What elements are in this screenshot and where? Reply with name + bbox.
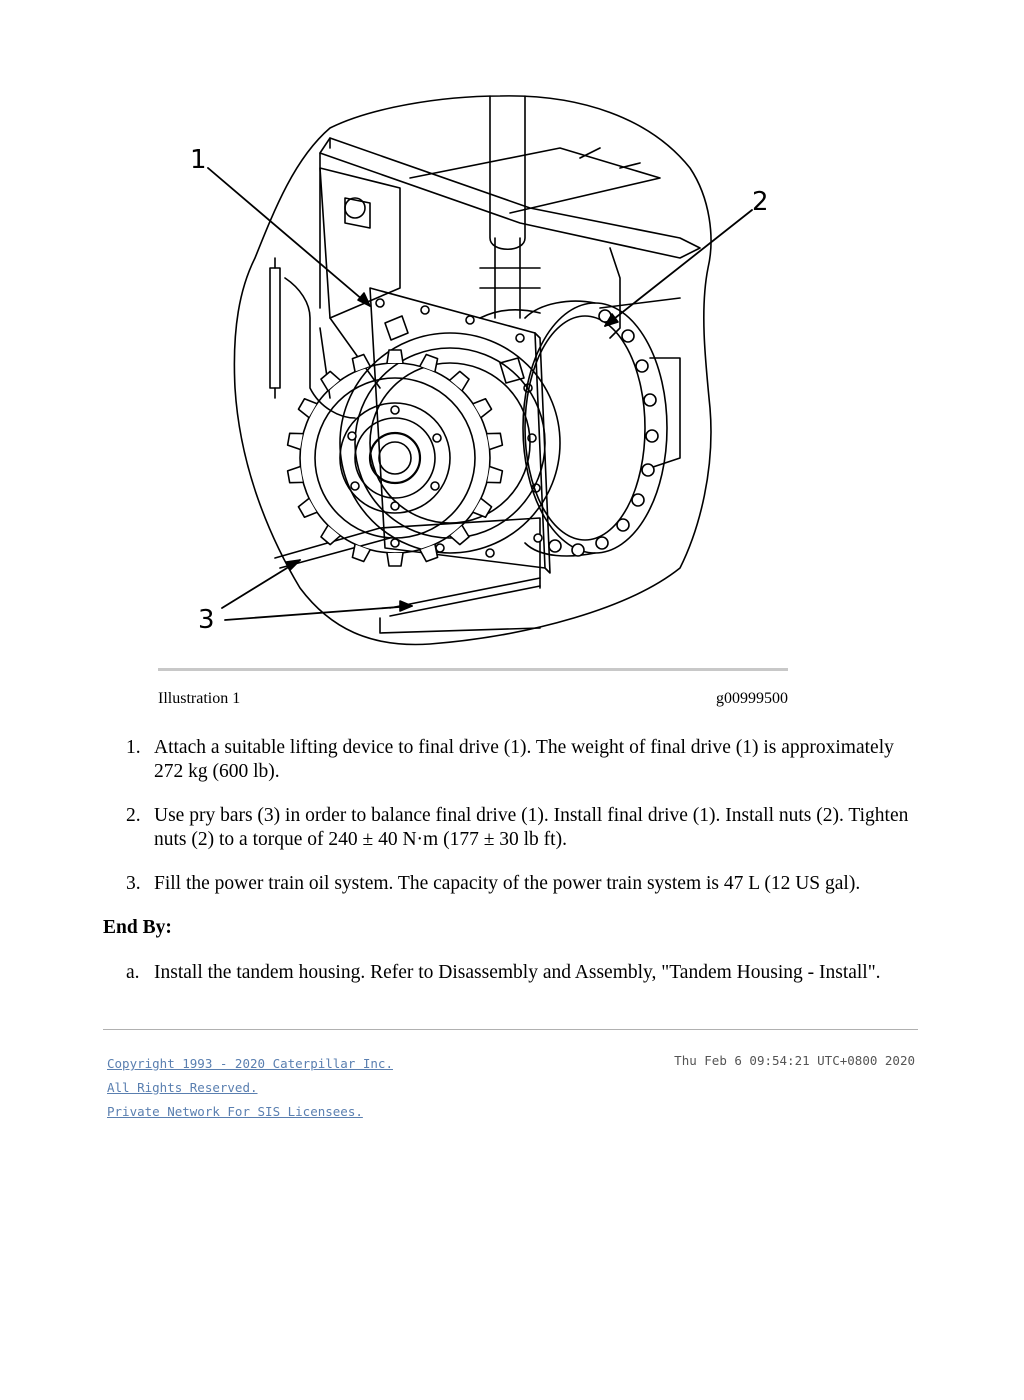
final-drive-illustration: 1 2 3 [190,95,769,646]
step-number: 2. [126,805,141,826]
rights-link[interactable]: All Rights Reserved. [107,1080,258,1095]
step-number: 1. [126,737,141,758]
step-text: Fill the power train oil system. The cap… [154,873,861,894]
illustration-divider [158,668,788,671]
callout-2: 2 [752,187,769,217]
footer-timestamp: Thu Feb 6 09:54:21 UTC+0800 2020 [674,1053,915,1068]
end-by-item: a. Install the tandem housing. Refer to … [126,961,914,985]
step-text: Attach a suitable lifting device to fina… [154,737,894,782]
step-number: 3. [126,873,141,894]
step-item: 2. Use pry bars (3) in order to balance … [126,804,914,852]
footer-links: Copyright 1993 - 2020 Caterpillar Inc. A… [107,1052,393,1124]
illustration-id: g00999500 [716,690,788,707]
end-by-steps: a. Install the tandem housing. Refer to … [126,961,914,1005]
step-item: 3. Fill the power train oil system. The … [126,872,914,896]
procedure-steps: 1. Attach a suitable lifting device to f… [126,736,914,916]
step-text: Use pry bars (3) in order to balance fin… [154,805,909,850]
step-item: 1. Attach a suitable lifting device to f… [126,736,914,784]
illustration-title: Illustration 1 [158,690,241,707]
end-by-heading: End By: [103,917,172,938]
illustration-caption: Illustration 1 g00999500 [158,690,788,708]
footer-divider [103,1029,918,1030]
end-by-text: Install the tandem housing. Refer to Dis… [154,962,881,983]
callout-1: 1 [190,145,207,175]
network-link[interactable]: Private Network For SIS Licensees. [107,1104,363,1119]
end-by-marker: a. [126,962,140,983]
callout-3: 3 [198,605,215,635]
copyright-link[interactable]: Copyright 1993 - 2020 Caterpillar Inc. [107,1056,393,1071]
